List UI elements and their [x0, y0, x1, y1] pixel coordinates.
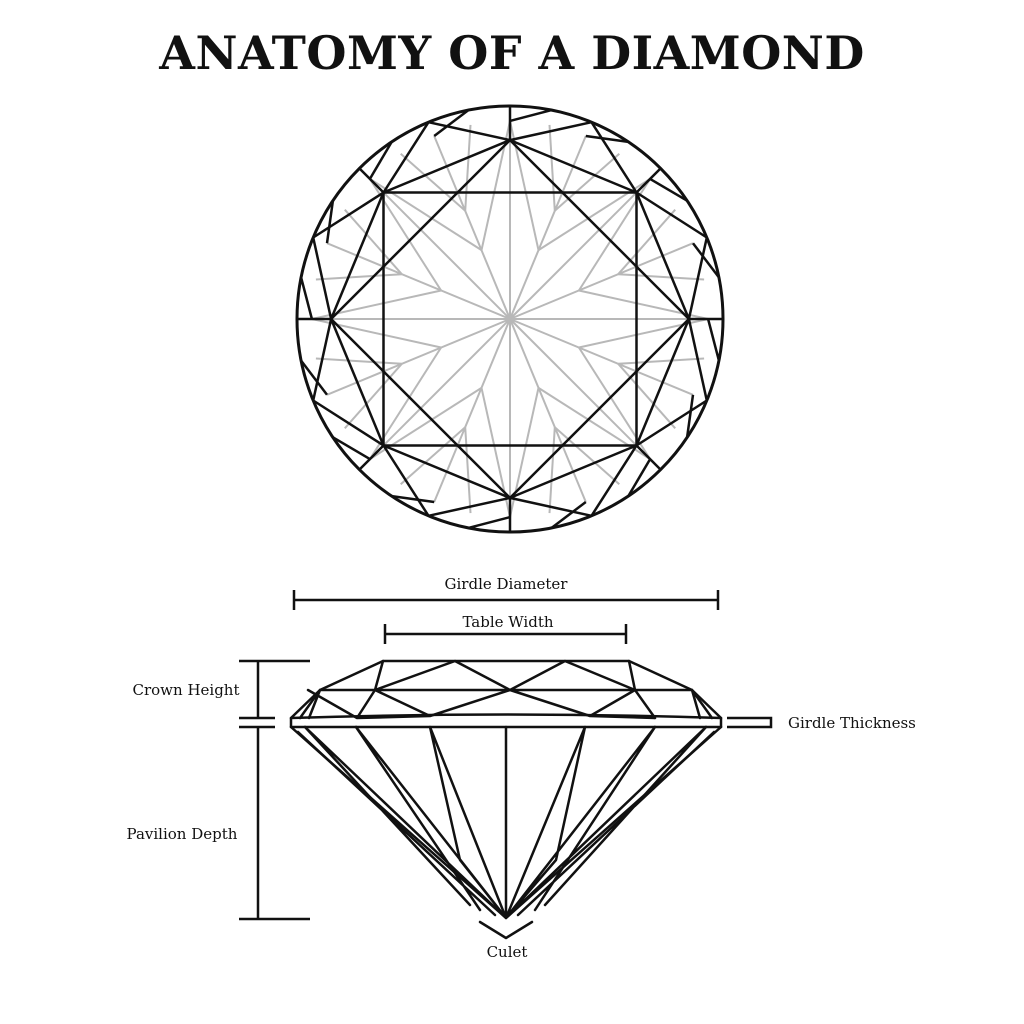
upper-girdle-line [687, 318, 709, 401]
upper-girdle-line [687, 237, 709, 320]
page-title: ANATOMY OF A DIAMOND [159, 26, 865, 80]
star-facet-line [329, 192, 385, 320]
upper-girdle-line [590, 121, 638, 194]
pavilion-depth-dimension-line [239, 725, 310, 921]
girdle-facet-line [706, 318, 721, 361]
pavilion-main-line [369, 178, 511, 320]
upper-girdle-line [635, 399, 708, 447]
upper-girdle-line [509, 496, 592, 518]
pavilion-half-line [618, 357, 705, 365]
upper-girdle-line [590, 444, 638, 517]
upper-girdle-line [428, 120, 511, 142]
pavilion-half-line [315, 357, 402, 365]
culet-label: Culet [487, 943, 528, 961]
pavilion-half-line [344, 363, 403, 429]
star-facet-line [329, 318, 385, 446]
upper-girdle-line [382, 121, 430, 194]
upper-girdle-line [509, 120, 592, 142]
bezel-facet-line [358, 167, 385, 194]
bezel-facet-line [635, 444, 662, 471]
pavilion-half-line [400, 426, 466, 485]
girdle-facet-line [433, 109, 470, 137]
girdle-facet-line [391, 494, 435, 504]
pavilion-half-line [548, 124, 556, 211]
pavilion-half-line [618, 273, 705, 281]
girdle-facet-line [509, 108, 552, 123]
pavilion-main-line [369, 318, 511, 460]
upper-girdle-line [311, 237, 333, 320]
upper-girdle-line [635, 191, 708, 239]
girdle-thickness-label: Girdle Thickness [788, 714, 916, 732]
pavilion-main-line [509, 318, 651, 460]
crown-height-dimension-line [239, 659, 310, 720]
pavilion-half-line [554, 426, 620, 485]
girdle-diameter-label: Girdle Diameter [445, 575, 569, 593]
pavilion-half-line [617, 363, 676, 429]
girdle-facet-line [332, 436, 371, 461]
girdle-thickness-indicator [727, 716, 773, 729]
upper-girdle-line [312, 399, 385, 447]
star-facet-line [509, 138, 637, 194]
girdle-facet-line [692, 242, 720, 279]
table-width-dimension-line [383, 624, 628, 644]
girdle-facet-line [550, 501, 587, 529]
girdle-facet-line [685, 394, 695, 438]
diamond-top-view [295, 104, 725, 534]
girdle-facet-line [627, 458, 652, 497]
star-facet-line [635, 318, 691, 446]
pavilion-depth-label: Pavilion Depth [127, 825, 238, 843]
diamond-side-view [289, 659, 723, 940]
girdle-facet-line [300, 359, 328, 396]
pavilion-half-line [554, 153, 620, 212]
star-facet-line [635, 192, 691, 320]
pavilion-half-line [548, 427, 556, 514]
star-facet-line [383, 444, 511, 500]
girdle-facet-line [368, 141, 393, 180]
pavilion-half-line [464, 124, 472, 211]
crown-height-label: Crown Height [133, 681, 240, 699]
pavilion-half-line [315, 273, 402, 281]
pavilion-main-line [509, 178, 651, 320]
upper-girdle-line [382, 444, 430, 517]
girdle-outline [295, 104, 725, 534]
girdle-facet-line [585, 134, 629, 144]
pavilion-facet-lines [296, 725, 716, 920]
star-facet-line [509, 444, 637, 500]
bezel-facet-line [635, 167, 662, 194]
upper-girdle-line [312, 191, 385, 239]
girdle-facet-line [325, 200, 335, 244]
upper-girdle-line [428, 496, 511, 518]
pavilion-half-line [344, 209, 403, 275]
pavilion-half-line [400, 153, 466, 212]
culet-marker [478, 920, 534, 940]
pavilion-half-line [464, 427, 472, 514]
pavilion-half-line [617, 209, 676, 275]
upper-girdle-line [311, 318, 333, 401]
crown-facet-lines [298, 659, 714, 720]
girdle-diameter-dimension-line [292, 590, 720, 610]
star-facet-line [383, 138, 511, 194]
bezel-facet-line [358, 444, 385, 471]
girdle-band [289, 713, 723, 729]
girdle-facet-line [299, 277, 314, 320]
table-width-label: Table Width [462, 613, 553, 631]
pavilion-facets-through-table [311, 120, 709, 518]
girdle-facet-line [468, 515, 511, 530]
crown-facets [297, 106, 723, 532]
girdle-facet-line [649, 177, 688, 202]
